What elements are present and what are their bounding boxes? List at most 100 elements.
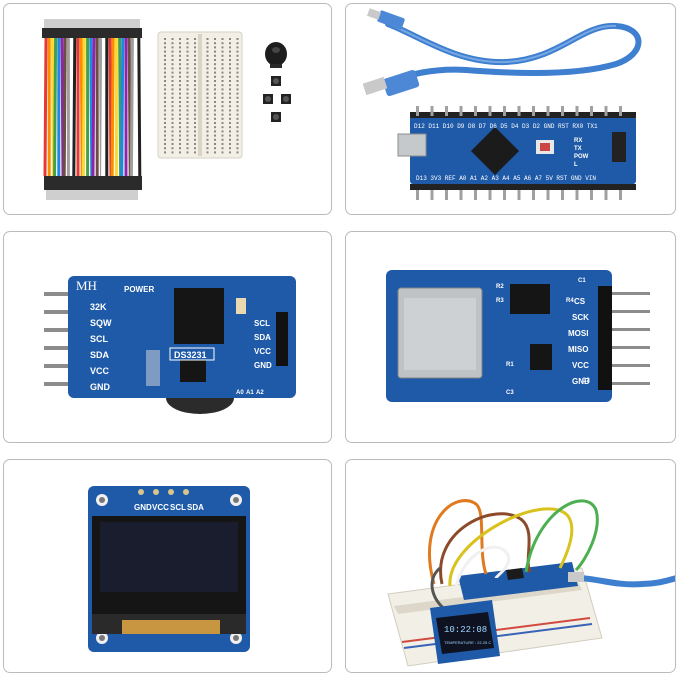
- breadboard-hole: [171, 122, 174, 124]
- breadboard-hole: [179, 50, 181, 53]
- breadboard-hole: [179, 46, 181, 49]
- breadboard-hole: [229, 134, 231, 137]
- breadboard-hole: [186, 59, 189, 61]
- nano-header-pin: [561, 106, 564, 116]
- breadboard-hole: [164, 113, 166, 116]
- nano-header-pin: [459, 190, 463, 200]
- left-pin-32k: 32K: [90, 302, 107, 312]
- sd-pin-gnd: GND: [572, 377, 590, 386]
- breadboard-hole: [206, 50, 209, 53]
- breadboard-hole: [229, 122, 231, 124]
- breadboard-hole: [194, 101, 196, 103]
- breadboard-hole: [164, 105, 166, 108]
- breadboard-hole: [214, 117, 216, 120]
- breadboard-hole: [236, 126, 239, 129]
- oled-pin-sda: SDA: [187, 503, 204, 512]
- oled-in-circuit: 10:22:08 TEMPERATURE : 22.25 C: [430, 600, 500, 664]
- breadboard-hole: [179, 151, 181, 154]
- address-pin-a2: A2: [256, 390, 264, 396]
- breadboard-hole: [171, 80, 174, 82]
- oled-pin-scl: SCL: [170, 503, 186, 512]
- breadboard-hole: [179, 101, 181, 103]
- breadboard-hole: [221, 96, 224, 99]
- jumper-wire-bundle: [42, 19, 142, 200]
- breadboard-hole: [221, 151, 224, 154]
- right-pin-gnd: GND: [254, 361, 272, 370]
- breadboard-hole: [186, 38, 189, 40]
- breadboard-hole: [214, 63, 216, 66]
- breadboard-hole: [236, 84, 239, 87]
- breadboard-hole: [171, 92, 174, 95]
- breadboard-hole: [179, 117, 181, 120]
- nano-header-pin: [445, 190, 448, 200]
- sd-pin-miso: MISO: [568, 345, 588, 354]
- nano-header-pin: [604, 190, 608, 200]
- breadboard-hole: [179, 59, 181, 61]
- breadboard-hole: [171, 54, 174, 57]
- breadboard-hole: [171, 96, 174, 99]
- breadboard-hole: [164, 117, 166, 120]
- breadboard-hole: [194, 105, 196, 108]
- breadboard-hole: [229, 105, 231, 108]
- breadboard-hole: [214, 122, 216, 124]
- breadboard-hole: [179, 138, 181, 141]
- breadboard-hole: [221, 80, 224, 82]
- breadboard-hole: [164, 59, 166, 61]
- component-label-c2: C2: [582, 378, 590, 384]
- breadboard-hole: [214, 75, 216, 78]
- breadboard-hole: [221, 113, 224, 116]
- nano-header-pin: [532, 106, 535, 116]
- breadboard-hole: [164, 130, 166, 133]
- breadboard-hole: [171, 46, 174, 49]
- nano-header-pin: [445, 106, 448, 116]
- breadboard-hole: [206, 130, 209, 133]
- breadboard-hole: [214, 96, 216, 99]
- breadboard-hole: [164, 126, 166, 129]
- nano-header-pin: [604, 106, 608, 116]
- breadboard-hole: [179, 113, 181, 116]
- breadboard-hole: [221, 126, 224, 129]
- rtc-module-illustration: MH POWER DS3231 32K SQW SCL SDA VCC GND …: [44, 276, 296, 414]
- breadboard-hole: [164, 151, 166, 154]
- breadboard-hole: [229, 109, 231, 112]
- breadboard-hole: [236, 67, 239, 70]
- breadboard-hole: [186, 126, 189, 129]
- breadboard-hole: [194, 50, 196, 53]
- breadboard-hole: [171, 151, 174, 154]
- breadboard-hole: [206, 126, 209, 129]
- breadboard-hole: [229, 50, 231, 53]
- breadboard-hole: [214, 101, 216, 103]
- jumper-wire-strand: [89, 37, 94, 177]
- jumper-wire-strand: [101, 37, 106, 177]
- nano-header-pin: [517, 190, 521, 200]
- nano-header-pin: [416, 106, 419, 116]
- breadboard-hole: [229, 101, 231, 103]
- breadboard-hole: [186, 54, 189, 57]
- breadboard-hole: [236, 105, 239, 108]
- breadboard-hole: [171, 59, 174, 61]
- breadboard-hole: [229, 113, 231, 116]
- nano-on-breadboard: [458, 562, 578, 600]
- breadboard-hole: [229, 151, 231, 154]
- nano-header-pin: [459, 106, 463, 116]
- breadboard-hole: [179, 88, 181, 91]
- left-pin-scl: SCL: [90, 334, 109, 344]
- breadboard-hole: [214, 134, 216, 137]
- jumper-wire-strand: [43, 37, 48, 177]
- breadboard-hole: [236, 59, 239, 61]
- breadboard-hole: [221, 38, 224, 40]
- breadboard-hole: [221, 109, 224, 112]
- jumper-wire-strand: [53, 37, 58, 177]
- breadboard-hole: [236, 80, 239, 82]
- breadboard-hole: [186, 130, 189, 133]
- breadboard-hole: [164, 63, 166, 66]
- breadboard-hole: [179, 38, 181, 40]
- left-pin-sqw: SQW: [90, 318, 112, 328]
- nano-header-pin: [430, 106, 434, 116]
- breadboard-hole: [229, 126, 231, 129]
- breadboard-hole: [171, 101, 174, 103]
- component-label-c1: C1: [578, 278, 586, 284]
- jumper-wire-strand: [137, 37, 142, 177]
- breadboard-hole: [194, 151, 196, 154]
- breadboard-hole: [164, 88, 166, 91]
